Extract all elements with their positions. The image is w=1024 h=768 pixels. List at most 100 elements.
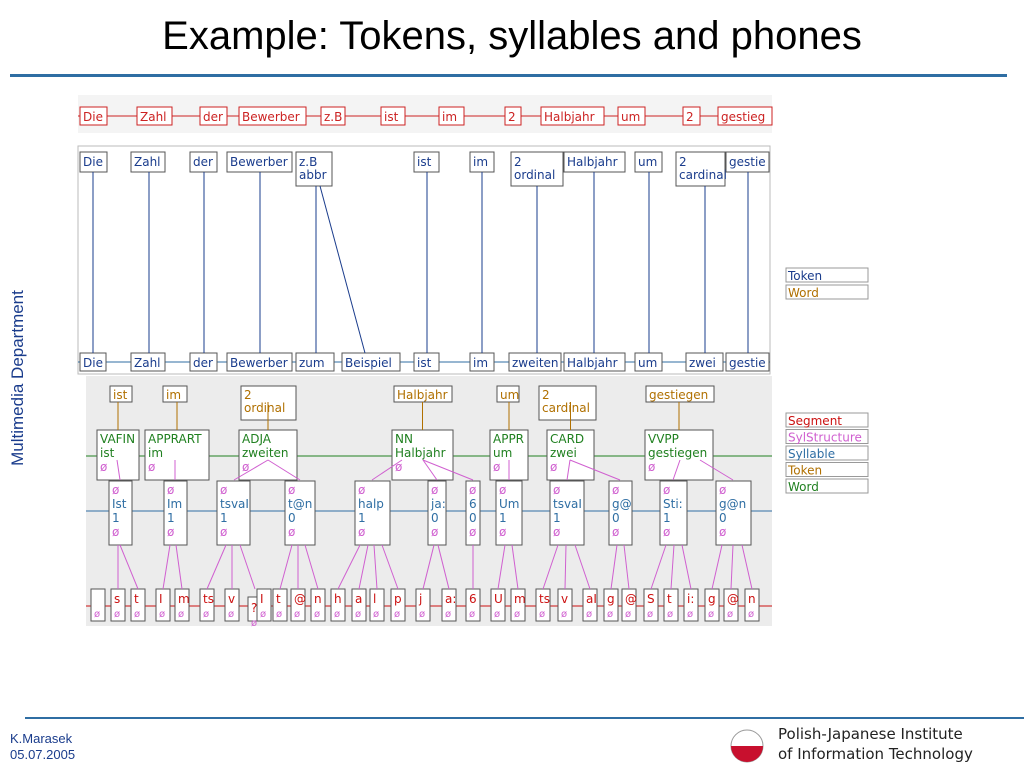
token-node-text-line: ø <box>242 460 249 474</box>
token-node-text-line: NN <box>395 432 413 446</box>
segment-empty-mark: ø <box>445 609 451 620</box>
syllable-segment-link <box>730 544 734 590</box>
word-node-text-line: Halbjahr <box>397 388 448 402</box>
token-box <box>238 106 307 126</box>
syllable-node-text-line: 1 <box>663 511 671 525</box>
token-label: im <box>442 110 457 124</box>
token-node-text-line: cardinal <box>679 168 727 182</box>
legend-label: Word <box>788 286 819 300</box>
token-node-text-line: z.B <box>299 155 317 169</box>
segment-label: g <box>708 592 716 606</box>
syllable-node-text-line: ø <box>431 483 438 497</box>
syllable-node-text-line: Sti: <box>663 497 683 511</box>
segment-empty-mark: ø <box>228 609 234 620</box>
syllable-node-text-line: 1 <box>220 511 228 525</box>
syllable-node <box>715 480 752 546</box>
token-node <box>295 151 333 187</box>
syllable-token-link <box>267 459 301 481</box>
word-node-label: Bewerber <box>230 356 288 370</box>
legend-label: Segment <box>788 414 842 428</box>
syllable-node-text-line: t@n <box>288 497 312 511</box>
token-label: 2 <box>508 110 516 124</box>
syllable-segment-link <box>741 544 753 590</box>
segment-label: n <box>748 592 756 606</box>
syllable-node-text-line: ø <box>167 483 174 497</box>
syllable-segment-link <box>681 544 692 590</box>
syllable-segment-link <box>564 544 567 590</box>
segment-label: 6 <box>469 592 477 606</box>
token-node-text-line: ø <box>100 460 107 474</box>
syllable-node-text-line: ø <box>663 483 670 497</box>
author: K.Marasek <box>10 731 73 746</box>
segment-empty-mark: ø <box>607 609 613 620</box>
footer-rule <box>25 717 1024 719</box>
token-node <box>144 429 210 481</box>
segment-empty-mark: ø <box>419 609 425 620</box>
syllable-node-text-line: tsvaI <box>220 497 249 511</box>
token-node-text-line: ø <box>493 460 500 474</box>
syllable-node-text-line: halp <box>358 497 384 511</box>
segment-label: i: <box>687 592 694 606</box>
token-node-text-line: Bewerber <box>230 155 288 169</box>
token-box <box>320 106 346 126</box>
segment-empty-mark: ø <box>203 609 209 620</box>
token-node-text-line: um <box>638 155 657 169</box>
legend-entry <box>785 462 869 477</box>
syllable-segment-link <box>119 544 139 590</box>
segment-label: p <box>394 592 402 606</box>
legend-label: SylStructure <box>788 431 862 445</box>
token-node-text-line: Zahl <box>134 155 161 169</box>
syllable-node-text-line: ø <box>358 525 365 539</box>
token-node <box>391 429 454 481</box>
legend-label: Token <box>787 269 822 283</box>
syllable-segment-link <box>304 544 319 590</box>
syllable-segment-link <box>422 544 435 590</box>
syllable-segment-link <box>542 544 559 590</box>
syllable-segment-link <box>373 544 378 590</box>
token-node-text-line: Halbjahr <box>567 155 618 169</box>
syllable-node <box>549 480 585 546</box>
legend-entry <box>785 445 869 461</box>
syllable-segment-link <box>574 544 591 590</box>
segment-label: g <box>607 592 615 606</box>
syllable-node-text-line: ø <box>663 525 670 539</box>
institute-name-line2: of Information Technology <box>778 745 973 763</box>
syllable-segment-link <box>175 544 183 590</box>
syllable-node-text-line: ø <box>112 525 119 539</box>
word-node-label: im <box>473 356 488 370</box>
syllable-segment-link <box>337 544 361 590</box>
syllable-node-text-line: Ist <box>112 497 127 511</box>
segment-empty-mark: ø <box>708 609 714 620</box>
syllable-node-text-line: 0 <box>612 511 620 525</box>
syllable-node-text-line: g@n <box>719 497 746 511</box>
syllable-node-text-line: ø <box>612 525 619 539</box>
token-node-text-line: ist <box>417 155 432 169</box>
word-node <box>162 385 188 403</box>
segment-empty-mark: ø <box>586 609 592 620</box>
syllable-node-text-line: ø <box>469 525 476 539</box>
segment-node <box>256 588 272 622</box>
syllable-node-text-line: 0 <box>719 511 727 525</box>
syllable-node-text-line: ø <box>499 483 506 497</box>
syllable-node-text-line: ø <box>553 483 560 497</box>
syllable-node-text-line: 1 <box>112 511 120 525</box>
word-node-label: um <box>638 356 657 370</box>
word-node-text-line: ordinal <box>244 401 285 415</box>
segment-label: @ <box>727 592 739 606</box>
segment-empty-mark: ø <box>494 609 500 620</box>
syllable-node-text-line: 0 <box>431 511 439 525</box>
syllable-node <box>427 480 447 546</box>
syllable-segment-link <box>437 544 450 590</box>
token-node-text-line: VAFIN <box>100 432 135 446</box>
token-label: 2 <box>686 110 694 124</box>
token-node-text-line: ordinal <box>514 168 555 182</box>
syllable-token-link <box>116 459 121 481</box>
word-node <box>130 352 166 372</box>
segment-empty-mark: ø <box>394 609 400 620</box>
token-node <box>546 429 595 481</box>
segment-label: t <box>667 592 672 606</box>
token-node-text-line: 2 <box>514 155 522 169</box>
